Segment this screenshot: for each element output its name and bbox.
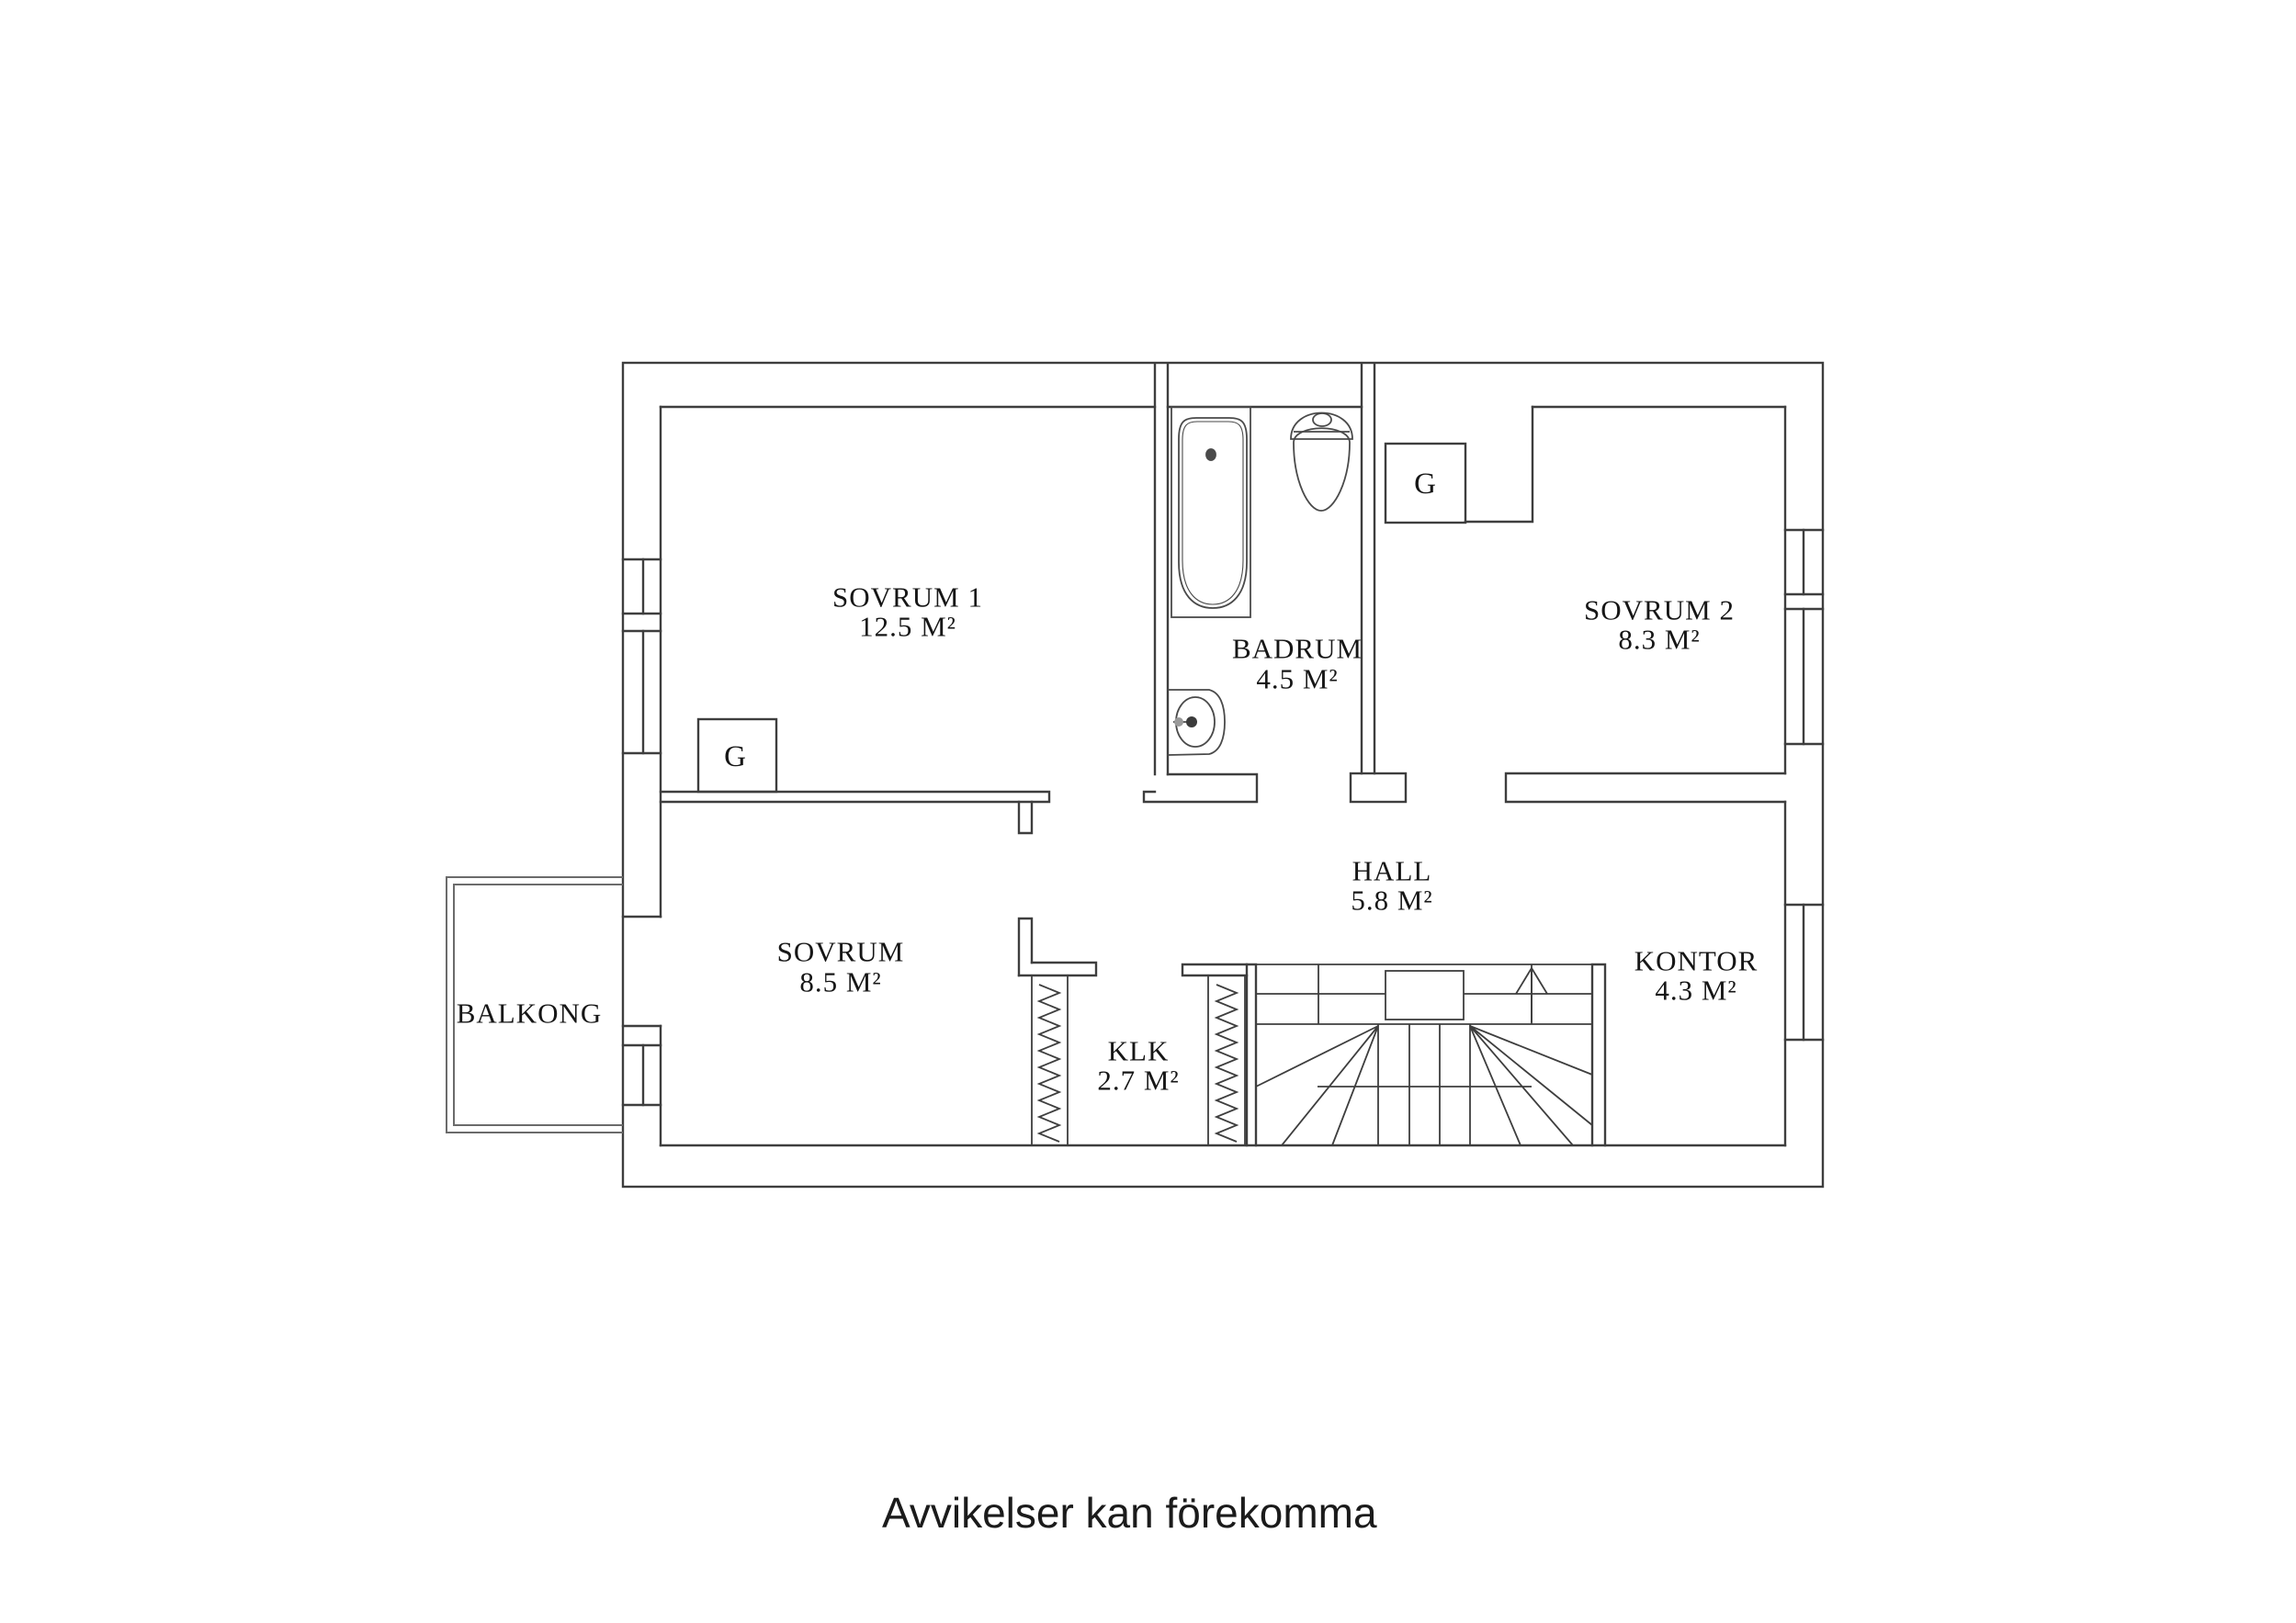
svg-text:8.3 M²: 8.3 M² xyxy=(1618,624,1700,656)
stairs-symbol xyxy=(1255,964,1593,1146)
svg-text:KONTOR: KONTOR xyxy=(1634,945,1759,977)
svg-text:SOVRUM: SOVRUM xyxy=(777,936,905,968)
balcony-label: BALKONG xyxy=(457,997,603,1030)
svg-text:SOVRUM 2: SOVRUM 2 xyxy=(1584,594,1735,626)
wardrobe-rail-left xyxy=(1036,984,1062,1143)
up-arrow-icon xyxy=(1515,967,1548,1022)
svg-text:BADRUM: BADRUM xyxy=(1232,633,1363,665)
wardrobe-label-sovrum-1: G xyxy=(724,740,746,773)
svg-text:12.5 M²: 12.5 M² xyxy=(859,611,956,643)
svg-text:HALL: HALL xyxy=(1352,855,1432,887)
room-label-badrum: BADRUM 4.5 M² xyxy=(1232,633,1363,695)
toilet-symbol xyxy=(1290,411,1353,512)
balcony-symbol xyxy=(446,876,623,1133)
svg-text:G: G xyxy=(724,740,746,773)
svg-text:5.8 M²: 5.8 M² xyxy=(1351,885,1432,917)
wardrobe-hatch-symbol xyxy=(1031,975,1246,1146)
svg-text:2.7 M²: 2.7 M² xyxy=(1097,1065,1179,1097)
wardrobe-label-hall: G xyxy=(1414,468,1436,501)
svg-text:BALKONG: BALKONG xyxy=(457,997,603,1030)
svg-text:G: G xyxy=(1414,468,1436,501)
svg-text:KLK: KLK xyxy=(1108,1035,1170,1067)
room-label-sovrum: SOVRUM 8.5 M² xyxy=(777,936,905,998)
svg-text:4.5 M²: 4.5 M² xyxy=(1256,663,1338,695)
svg-text:SOVRUM 1: SOVRUM 1 xyxy=(832,581,983,614)
room-label-sovrum-2: SOVRUM 2 8.3 M² xyxy=(1584,594,1735,656)
room-label-klk: KLK 2.7 M² xyxy=(1097,1035,1179,1097)
sink-symbol xyxy=(1167,689,1226,756)
room-label-sovrum-1: SOVRUM 1 12.5 M² xyxy=(832,581,983,643)
room-labels: SOVRUM 1 12.5 M² BADRUM 4.5 M² SOVRUM 2 … xyxy=(457,468,1759,1097)
svg-text:4.3 M²: 4.3 M² xyxy=(1655,975,1736,1007)
bathtub-symbol xyxy=(1171,406,1251,618)
svg-text:8.5 M²: 8.5 M² xyxy=(799,966,881,998)
disclaimer-caption: Avvikelser kan förekomma xyxy=(882,1489,1377,1537)
walls xyxy=(621,361,1825,1189)
room-label-kontor: KONTOR 4.3 M² xyxy=(1634,945,1759,1007)
room-label-hall: HALL 5.8 M² xyxy=(1351,855,1432,917)
wardrobe-rail-right xyxy=(1214,984,1239,1143)
